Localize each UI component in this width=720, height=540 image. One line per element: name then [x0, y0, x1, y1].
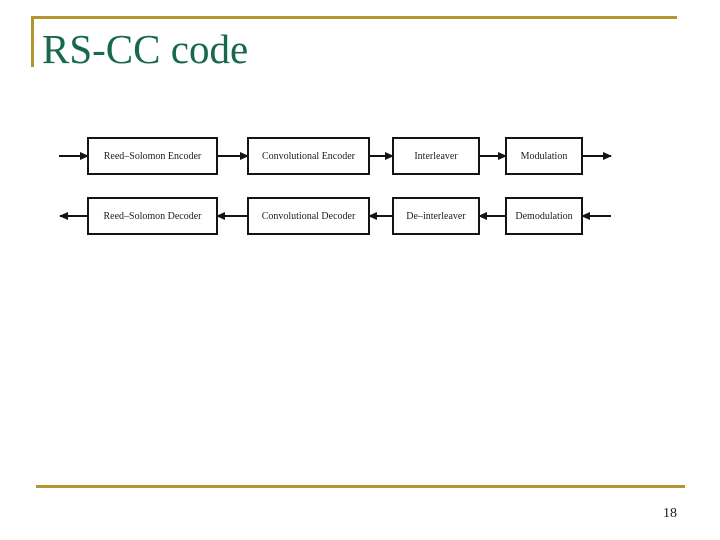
arrow-head-right-icon: [385, 151, 394, 160]
arrow-line: [369, 215, 393, 217]
arrow-line: [217, 215, 248, 217]
block-label: Interleaver: [414, 150, 458, 162]
block-modulation: Modulation: [505, 137, 583, 175]
block-label: Modulation: [520, 150, 568, 162]
flow-arrow-right: [369, 151, 394, 161]
flow-arrow-left: [368, 211, 393, 221]
page-number: 18: [663, 506, 677, 521]
arrow-head-right-icon: [240, 151, 249, 160]
arrow-head-left-icon: [216, 211, 225, 220]
arrow-head-right-icon: [603, 151, 612, 160]
arrow-line: [582, 155, 611, 157]
flow-arrow-left: [216, 211, 248, 221]
flow-arrow-right: [479, 151, 507, 161]
arrow-head-left-icon: [581, 211, 590, 220]
flow-arrow-right: [217, 151, 249, 161]
arrow-line: [479, 155, 506, 157]
arrow-line: [217, 155, 248, 157]
arrow-line: [479, 215, 506, 217]
arrow-line: [582, 215, 611, 217]
title-rule-left: [31, 16, 34, 67]
arrow-line: [369, 155, 393, 157]
block-de-interleaver: De–interleaver: [392, 197, 480, 235]
slide-title: RS-CC code: [42, 26, 249, 72]
flow-arrow-right: [59, 151, 89, 161]
block-label: De–interleaver: [406, 210, 466, 222]
block-label: Reed–Solomon Decoder: [103, 210, 202, 222]
arrow-line: [59, 155, 88, 157]
title-rule-top: [31, 16, 677, 19]
block-label: Convolutional Decoder: [261, 210, 356, 222]
block-label: Demodulation: [515, 210, 573, 222]
block-convolutional-decoder: Convolutional Decoder: [247, 197, 370, 235]
block-reed-solomon-encoder: Reed–Solomon Encoder: [87, 137, 218, 175]
block-label: Reed–Solomon Encoder: [103, 150, 202, 162]
arrow-head-left-icon: [368, 211, 377, 220]
flow-arrow-left: [59, 211, 88, 221]
flow-arrow-right: [582, 151, 612, 161]
footer-rule: [36, 485, 685, 488]
flow-arrow-left: [478, 211, 506, 221]
arrow-head-right-icon: [80, 151, 89, 160]
arrow-line: [60, 215, 88, 217]
block-demodulation: Demodulation: [505, 197, 583, 235]
block-interleaver: Interleaver: [392, 137, 480, 175]
flow-arrow-left: [581, 211, 611, 221]
arrow-head-left-icon: [59, 211, 68, 220]
block-convolutional-encoder: Convolutional Encoder: [247, 137, 370, 175]
arrow-head-left-icon: [478, 211, 487, 220]
block-label: Convolutional Encoder: [261, 150, 356, 162]
arrow-head-right-icon: [498, 151, 507, 160]
block-reed-solomon-decoder: Reed–Solomon Decoder: [87, 197, 218, 235]
